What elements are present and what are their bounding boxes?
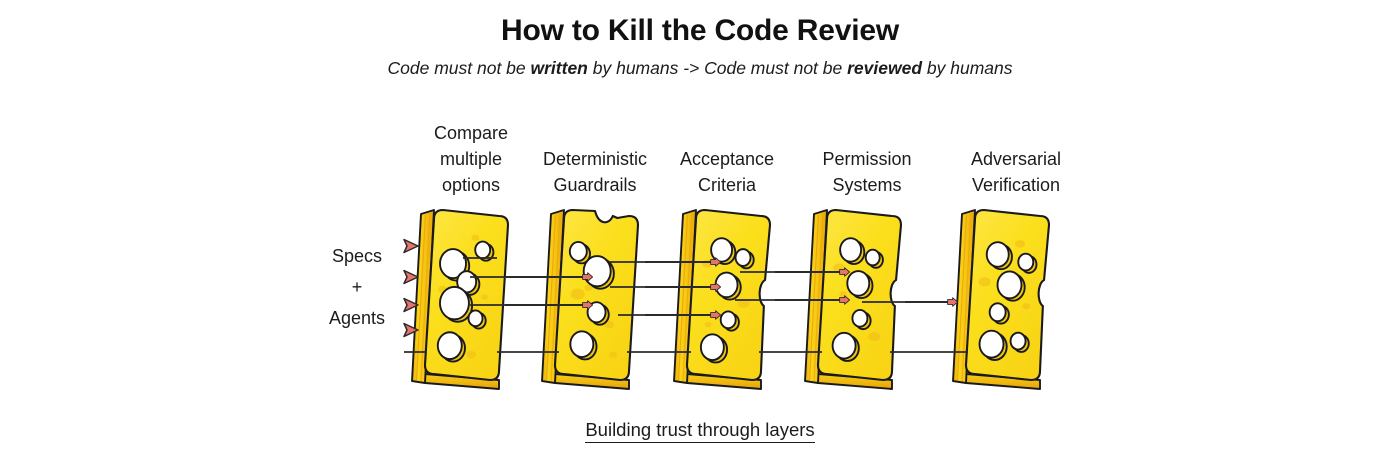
- cheese-surface-spot: [584, 284, 593, 292]
- cheese-face-inner: [436, 234, 495, 363]
- layer-label-line: multiple: [439, 149, 503, 169]
- cheese-hole: [582, 255, 612, 288]
- source-label-line1: Specs: [331, 246, 383, 266]
- cheese-side-highlight: [682, 211, 693, 382]
- diagram-caption: Building trust through layers: [0, 419, 1400, 443]
- cheese-surface-spot: [868, 331, 881, 342]
- cheese-hole: [438, 285, 470, 321]
- layer-label-line: Compare: [433, 123, 509, 143]
- cheese-hole: [699, 333, 725, 362]
- layer-label-line: Adversarial: [970, 149, 1062, 169]
- cheese-surface-spot: [704, 321, 712, 328]
- layer-label-adversarial-verification: Adversarial Verification: [936, 146, 1096, 198]
- cheese-hole: [978, 329, 1005, 359]
- cheese-face-inner: [831, 237, 884, 362]
- cheese-hole: [996, 270, 1023, 300]
- cheese-surface-spot: [702, 259, 713, 268]
- cheese-hole: [586, 301, 607, 324]
- cheese-hole: [1017, 252, 1035, 272]
- page-title: How to Kill the Code Review: [501, 14, 899, 47]
- cheese-surface-spot: [471, 234, 480, 241]
- cheese-hole: [474, 240, 492, 260]
- layer-label-permission-systems: Permission Systems: [787, 146, 947, 198]
- layer-label-line: options: [441, 175, 501, 195]
- cheese-surface-spot: [609, 351, 618, 358]
- cheese-surface-spot: [570, 288, 585, 300]
- cheese-slice-permission-systems: [804, 208, 903, 390]
- incoming-threat-arrow: [403, 238, 419, 254]
- cheese-surface-spot: [978, 277, 991, 287]
- subtitle-text: Code must not be: [387, 58, 531, 78]
- cheese-face-inner: [568, 240, 618, 361]
- source-label-line2: +: [351, 277, 363, 297]
- source-label: Specs + Agents: [307, 241, 407, 334]
- cheese-hole: [436, 331, 463, 361]
- layer-label-line: Criteria: [697, 175, 756, 195]
- cheese-hole: [734, 248, 752, 267]
- source-label-line3: Agents: [328, 308, 386, 328]
- cheese-hole: [831, 331, 857, 360]
- layer-label-deterministic-guardrails: Deterministic Guardrails: [505, 146, 685, 198]
- cheese-hole: [467, 309, 484, 328]
- cheese-slice-compare-multiple-options: [411, 208, 510, 390]
- cheese-slice-face: [553, 208, 640, 382]
- cheese-face-inner: [978, 239, 1038, 361]
- subtitle-emphasis: written: [530, 58, 588, 78]
- cheese-surface-spot: [1015, 239, 1026, 248]
- cheese-side-highlight: [550, 211, 561, 382]
- cheese-hole: [1009, 331, 1027, 351]
- cheese-slice-deterministic-guardrails: [541, 208, 640, 390]
- cheese-surface-spot: [480, 294, 488, 300]
- cheese-hole: [988, 302, 1007, 323]
- layer-label-acceptance-criteria: Acceptance Criteria: [647, 146, 807, 198]
- subtitle-text: by humans: [922, 58, 1013, 78]
- incoming-threat-arrow: [403, 269, 419, 285]
- cheese-hole: [568, 240, 588, 262]
- cheese-side-highlight: [420, 211, 431, 382]
- layer-label-line: Guardrails: [553, 175, 637, 195]
- layer-label-line: Deterministic: [542, 149, 648, 169]
- layer-label-line: Verification: [971, 175, 1061, 195]
- cheese-hole: [710, 237, 734, 263]
- incoming-threat-arrow: [403, 297, 419, 313]
- layer-label-line: Permission: [822, 149, 912, 169]
- subtitle-emphasis: reviewed: [847, 58, 923, 78]
- layer-label-line: Acceptance: [679, 149, 775, 169]
- cheese-slice-adversarial-verification: [952, 208, 1051, 390]
- page-subtitle: Code must not be written by humans -> Co…: [0, 58, 1400, 79]
- cheese-side-highlight: [961, 211, 972, 382]
- cheese-hole: [439, 248, 467, 280]
- cheese-hole: [719, 310, 737, 330]
- cheese-side-highlight: [813, 211, 824, 382]
- layer-label-line: Systems: [832, 175, 902, 195]
- cheese-surface-spot: [1022, 303, 1031, 310]
- cheese-hole: [714, 271, 739, 299]
- layer-label-compare-multiple-options: Compare multiple options: [391, 120, 551, 198]
- incoming-threat-arrow: [403, 322, 419, 338]
- cheese-surface-spot: [839, 290, 848, 298]
- cheese-hole: [864, 248, 881, 267]
- diagram-caption-text: Building trust through layers: [585, 419, 815, 443]
- cheese-hole: [851, 308, 869, 328]
- cheese-surface-spot: [466, 350, 477, 359]
- cheese-hole: [985, 241, 1010, 268]
- cheese-hole: [569, 330, 595, 358]
- cheese-hole: [839, 237, 863, 263]
- subtitle-text: by humans -> Code must not be: [587, 58, 848, 78]
- cheese-hole: [846, 270, 871, 297]
